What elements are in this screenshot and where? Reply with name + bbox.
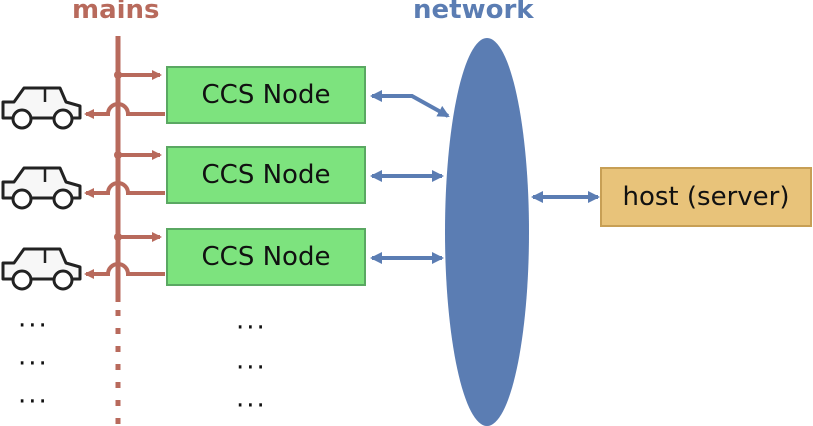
network-label: network — [413, 0, 534, 25]
ellipsis: ··· — [18, 311, 49, 341]
ccs-node-box: CCS Node — [166, 66, 366, 124]
ccs-node-label: CCS Node — [201, 242, 331, 272]
host-server-label: host (server) — [622, 182, 790, 212]
car-icon — [1, 86, 82, 130]
ellipsis: ··· — [236, 391, 267, 421]
network-link-arrow — [370, 90, 450, 118]
car-icon — [1, 166, 82, 210]
car-supply-arrow — [84, 262, 165, 279]
car-icon — [1, 247, 82, 291]
car-supply-arrow — [84, 102, 165, 119]
ellipsis: ··· — [236, 353, 267, 383]
ccs-node-label: CCS Node — [201, 80, 331, 110]
ellipsis: ··· — [18, 387, 49, 417]
ellipsis: ··· — [18, 349, 49, 379]
ccs-node-box: CCS Node — [166, 228, 366, 286]
ellipsis: ··· — [236, 313, 267, 343]
host-server-box: host (server) — [600, 167, 812, 227]
ccs-node-box: CCS Node — [166, 146, 366, 204]
ccs-node-label: CCS Node — [201, 160, 331, 190]
car-supply-arrow — [84, 181, 165, 198]
network-cloud — [445, 38, 529, 426]
mains-label: mains — [72, 0, 160, 25]
